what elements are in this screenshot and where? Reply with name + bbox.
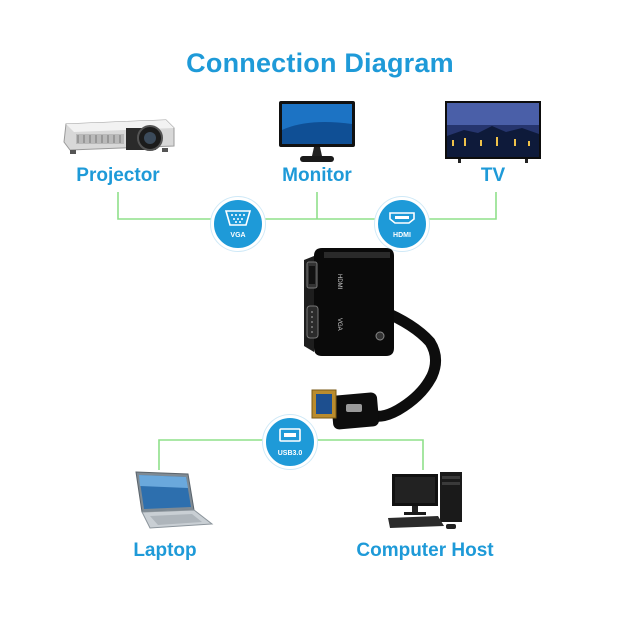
diagram-title: Connection Diagram [186,48,454,78]
adapter-icon: HDMI VGA [304,248,441,430]
hdmi-port-label: HDMI [393,232,411,239]
usb-port-label: USB3.0 [277,450,303,457]
monitor-label: Monitor [282,165,352,186]
hdmi-port-icon [389,212,415,224]
monitor-icon [279,101,355,162]
projector-label: Projector [76,165,160,186]
laptop-icon [135,471,214,529]
adapter-vga-text: VGA [336,318,342,331]
laptop-label: Laptop [133,540,197,561]
vga-port-badge: VGA [211,197,265,251]
vga-port-label: VGA [230,232,246,239]
vga-port-icon [224,210,252,226]
tv-label: TV [480,165,506,186]
usb-port-badge: USB3.0 [263,415,317,469]
hdmi-port-badge: HDMI [375,197,429,251]
projector-icon [63,119,175,154]
computer-host-icon [388,472,462,529]
computer-host-label: Computer Host [356,540,494,561]
tv-icon [445,101,541,163]
adapter-hdmi-text: HDMI [336,274,342,290]
usb-port-icon [279,428,301,442]
top-connector-line [117,192,497,220]
